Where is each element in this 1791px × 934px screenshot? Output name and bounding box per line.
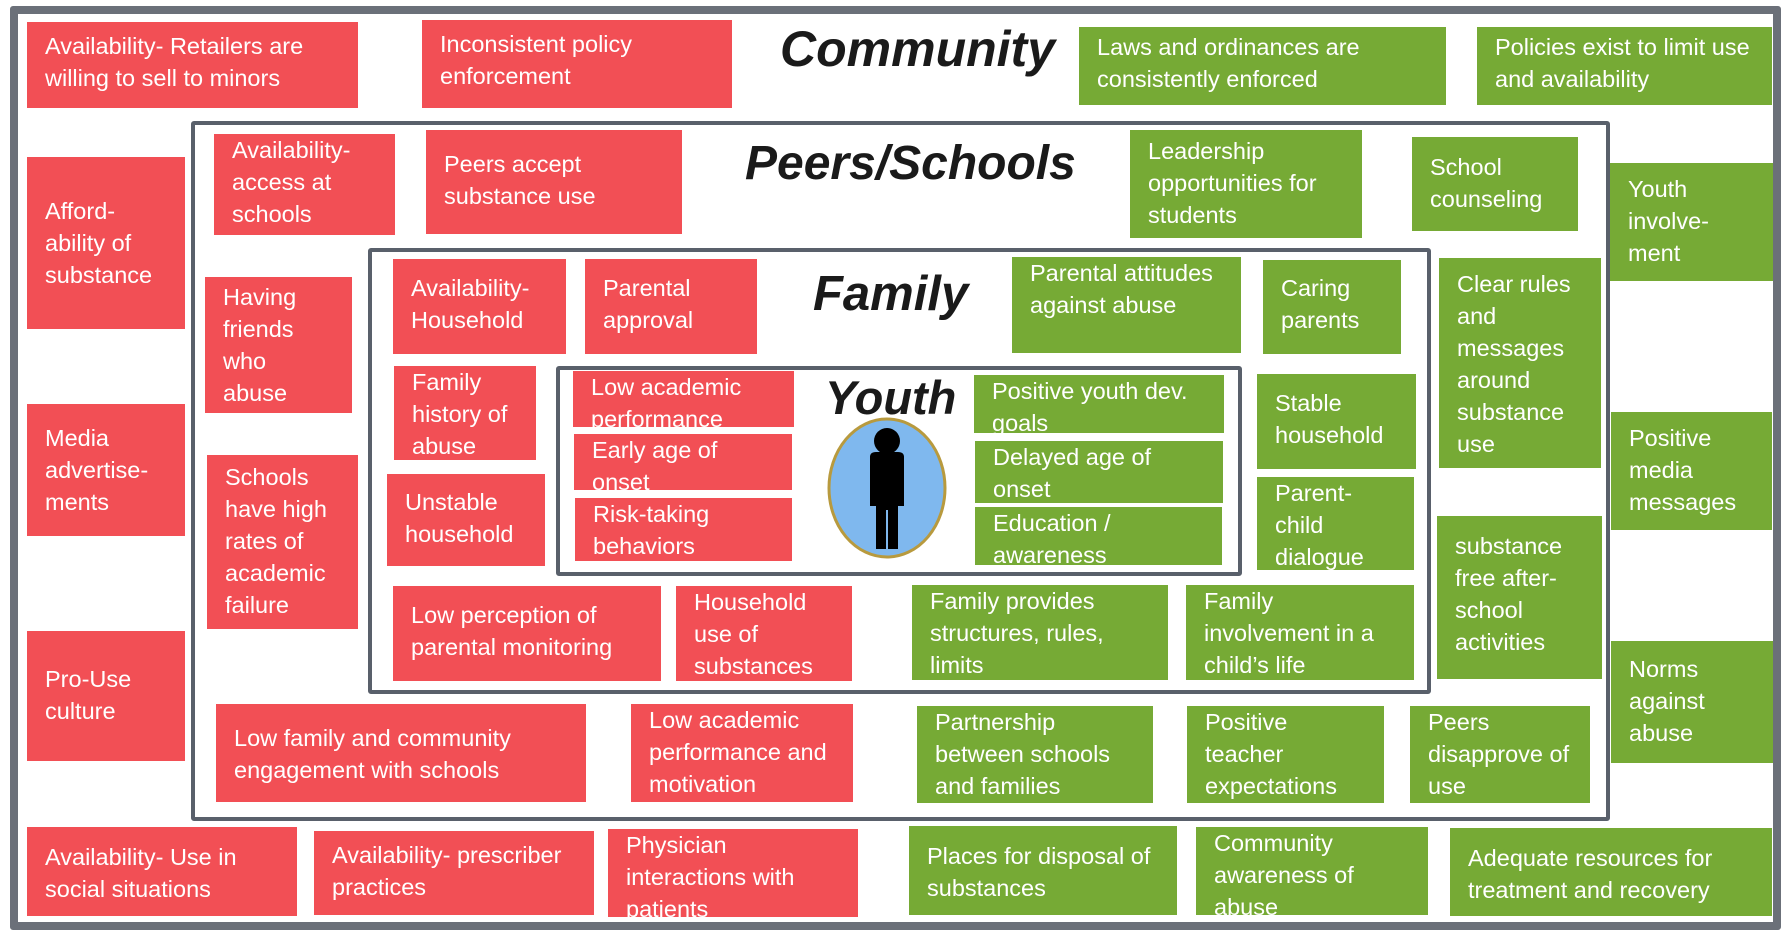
risk-factor-box: Afford-ability of substance [27,157,185,329]
protective-factor-box: Policies exist to limit use and availabi… [1477,27,1772,105]
risk-factor-box: Family history of abuse [394,366,536,460]
peers-schools-ring [191,121,1610,821]
risk-factor-box: Availability- prescriber practices [314,831,594,915]
risk-factor-box: Media advertise-ments [27,404,185,536]
protective-factor-box: Parental attitudes against abuse [1012,257,1241,353]
risk-factor-box: Physician interactions with patients [608,829,858,917]
risk-factor-box: Pro-Use culture [27,631,185,761]
peers-schools-heading: Peers/Schools [745,137,1076,190]
risk-factor-box: Schools have high rates of academic fail… [207,455,358,629]
protective-factor-box: Norms against abuse [1611,641,1773,763]
youth-heading: Youth [825,371,957,424]
risk-factor-box: Risk-taking behaviors [575,498,792,561]
protective-factor-box: Positive media messages [1611,412,1772,530]
risk-factor-box: Low academic performance [573,371,794,427]
risk-factor-box: Low perception of parental monitoring [393,586,661,681]
protective-factor-box: Community awareness of abuse [1196,827,1428,915]
family-heading: Family [813,267,969,321]
protective-factor-box: substance free after-school activities [1437,516,1602,679]
youth-ring [556,366,1242,576]
risk-factor-box: Peers accept substance use [426,130,682,234]
risk-factor-box: Availability- Household [393,259,566,354]
protective-factor-box: Partnership between schools and families [917,706,1153,803]
risk-factor-box: Early age of onset [574,434,792,490]
protective-factor-box: Family involvement in a child’s life [1186,585,1414,680]
protective-factor-box: Parent-child dialogue [1257,477,1414,570]
community-heading: Community [780,21,1055,77]
protective-factor-box: Family provides structures, rules, limit… [912,585,1168,680]
protective-factor-box: Youth involve-ment [1610,163,1773,281]
protective-factor-box: Delayed age of onset [975,441,1223,503]
protective-factor-box: Positive youth dev. goals [974,375,1224,433]
protective-factor-box: Peers disapprove of use [1410,706,1590,803]
risk-factor-box: Inconsistent policy enforcement [422,20,732,108]
person-icon [827,417,947,559]
risk-factor-box: Unstable household [387,474,545,566]
protective-factor-box: Leadership opportunities for students [1130,130,1362,238]
protective-factor-box: Adequate resources for treatment and rec… [1450,828,1772,916]
protective-factor-box: Stable household [1257,374,1416,469]
risk-factor-box: Household use of substances [676,586,852,681]
risk-factor-box: Availability- access at schools [214,134,395,235]
risk-factor-box: Having friends who abuse [205,277,352,413]
protective-factor-box: Caring parents [1263,260,1401,354]
risk-factor-box: Low family and community engagement with… [216,704,586,802]
protective-factor-box: Laws and ordinances are consistently enf… [1079,27,1446,105]
risk-factor-box: Availability- Use in social situations [27,827,297,916]
protective-factor-box: Places for disposal of substances [909,826,1177,915]
protective-factor-box: School counseling [1412,137,1578,231]
risk-factor-box: Availability- Retailers are willing to s… [27,22,358,108]
protective-factor-box: Clear rules and messages around substanc… [1439,258,1601,468]
risk-factor-box: Low academic performance and motivation [631,704,853,802]
protective-factor-box: Education / awareness [975,507,1222,565]
protective-factor-box: Positive teacher expectations [1187,706,1384,803]
risk-factor-box: Parental approval [585,259,757,354]
family-ring [368,248,1431,694]
